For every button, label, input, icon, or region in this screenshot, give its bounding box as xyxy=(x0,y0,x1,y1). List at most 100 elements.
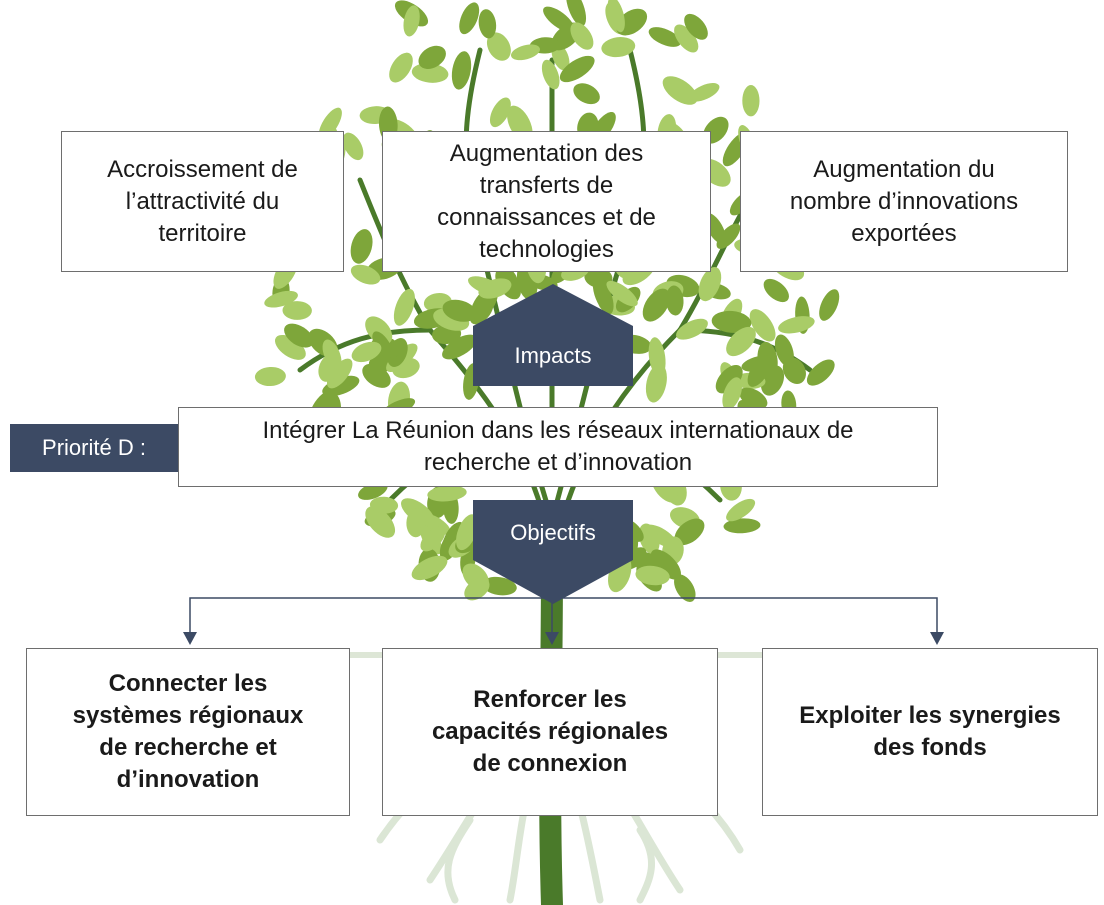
tree-leaf xyxy=(711,310,752,333)
impact-box-transferts: Augmentation des transferts de connaissa… xyxy=(382,131,711,272)
tree-leaf xyxy=(350,264,381,285)
tree-leaf xyxy=(715,364,743,394)
tree-leaf xyxy=(806,359,835,386)
tree-leaf xyxy=(674,24,699,53)
objective-box-connecter: Connecter les systèmes régionaux de rech… xyxy=(26,648,350,816)
tree-leaf xyxy=(778,316,815,334)
tree-leaf xyxy=(584,267,613,288)
tree-leaf xyxy=(459,2,480,35)
tree-leaf xyxy=(322,339,342,370)
tree-leaf xyxy=(698,267,722,302)
tree-leaf xyxy=(674,574,696,602)
tree-leaf xyxy=(674,518,705,546)
tree-leaf xyxy=(486,32,511,61)
priority-label: Priorité D : xyxy=(42,435,146,460)
tree-leaf xyxy=(351,341,382,363)
objective-box-renforcer: Renforcer les capacités régionales de co… xyxy=(382,648,718,816)
tree-root xyxy=(444,816,474,904)
objective-text: Exploiter les synergies des fonds xyxy=(799,702,1061,761)
tree-leaf xyxy=(665,285,684,316)
tree-leaf xyxy=(726,326,756,357)
impacts-label: Impacts xyxy=(514,343,592,368)
tree-leaf xyxy=(478,9,497,39)
tree-leaf xyxy=(742,85,760,117)
tree-leaf xyxy=(819,289,840,321)
tree-leaf xyxy=(254,366,286,387)
tree-leaf xyxy=(411,63,449,83)
tree-leaf xyxy=(642,288,671,322)
tree-leaf xyxy=(418,45,446,69)
tree-leaf xyxy=(749,309,776,342)
tree-root xyxy=(636,826,656,904)
tree-leaf xyxy=(284,323,314,348)
tree-leaf xyxy=(638,523,660,554)
objectifs-arrow-icon xyxy=(473,500,633,604)
tree-leaf xyxy=(350,229,373,264)
tree-branch xyxy=(297,327,433,373)
tree-leaf xyxy=(274,334,306,360)
tree-leaf xyxy=(606,280,638,307)
tree-leaf xyxy=(470,299,494,325)
arrowhead-center xyxy=(545,632,559,645)
tree-leaf xyxy=(393,288,415,326)
tree-leaf xyxy=(489,97,511,128)
tree-leaf xyxy=(648,337,666,377)
tree-leaf xyxy=(573,83,600,105)
tree-leaf xyxy=(570,22,594,50)
priority-box: Intégrer La Réunion dans les réseaux int… xyxy=(178,407,938,487)
tree-leaf xyxy=(411,555,448,581)
impacts-arrow-icon xyxy=(473,284,633,386)
tree-leaf xyxy=(566,0,587,27)
arrowhead-left xyxy=(183,632,197,645)
tree-leaf xyxy=(726,498,756,522)
tree-leaf xyxy=(662,76,698,105)
tree-leaf xyxy=(442,299,477,322)
tree-leaf xyxy=(510,44,541,61)
tree-leaf xyxy=(684,13,708,40)
impact-box-innovations: Augmentation du nombre d’innovations exp… xyxy=(740,131,1068,272)
priority-tag: Priorité D : xyxy=(10,424,178,472)
tree-leaf xyxy=(648,27,681,47)
tree-leaf xyxy=(282,301,312,320)
tree-leaf xyxy=(722,377,743,410)
tree-leaf xyxy=(264,290,298,308)
tree-leaf xyxy=(601,37,636,58)
priority-text: Intégrer La Réunion dans les réseaux int… xyxy=(262,417,854,476)
tree-leaf xyxy=(747,355,771,387)
impact-text: Augmentation du nombre d’innovations exp… xyxy=(789,155,1019,247)
tree-leaf xyxy=(478,278,512,299)
tree-leaf xyxy=(427,485,467,502)
tree-leaf xyxy=(559,55,595,83)
tree-leaf xyxy=(369,496,399,514)
tree-leaf xyxy=(676,318,708,340)
tree-leaf xyxy=(420,526,446,552)
tree-leaf xyxy=(723,518,761,534)
tree-leaf xyxy=(362,363,391,388)
tree-leaf xyxy=(635,565,670,586)
tree-leaf xyxy=(322,375,360,397)
tree-leaf xyxy=(739,387,768,409)
impact-box-attractivite: Accroissement de l’attractivité du terri… xyxy=(61,131,344,272)
tree-leaf xyxy=(456,514,478,551)
tree-leaf xyxy=(451,51,472,90)
objectifs-label: Objectifs xyxy=(510,520,596,545)
tree-leaf xyxy=(389,52,413,83)
objective-text: Renforcer les capacités régionales de co… xyxy=(431,686,669,777)
tree-leaf xyxy=(650,549,682,580)
tree-leaf xyxy=(763,278,789,303)
tree-leaf xyxy=(464,578,490,601)
tree-leaf xyxy=(541,59,560,90)
objective-box-exploiter: Exploiter les synergies des fonds xyxy=(762,648,1098,816)
impact-text: Augmentation des transferts de connaissa… xyxy=(437,139,656,263)
tree-leaf xyxy=(342,132,364,161)
objective-text: Connecter les systèmes régionaux de rech… xyxy=(72,670,304,793)
tree-leaf xyxy=(403,5,420,37)
tree-leaf xyxy=(482,576,517,596)
tree-leaf xyxy=(372,331,393,359)
tree-leaf xyxy=(442,334,477,360)
tree-leaf xyxy=(365,506,396,538)
tree-leaf xyxy=(774,334,794,367)
arrowhead-right xyxy=(930,632,944,645)
impact-text: Accroissement de l’attractivité du terri… xyxy=(107,155,298,247)
tree-leaf xyxy=(326,358,353,389)
